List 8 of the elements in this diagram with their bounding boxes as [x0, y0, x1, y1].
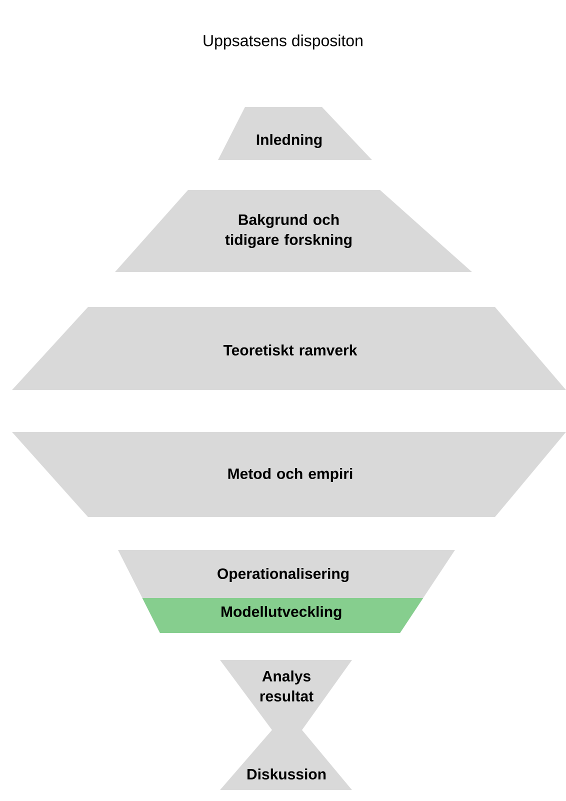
trapezoid: Teoretiskt ramverk — [12, 307, 566, 390]
trapezoid: Inledning — [218, 107, 372, 160]
trapezoid: Analys resultat — [220, 660, 352, 730]
trapezoid: Diskussion — [220, 730, 352, 790]
trapezoid: Bakgrund och tidigare forskning — [115, 190, 472, 272]
title: Uppsatsens dispositon — [204, 34, 362, 50]
band: Modellutveckling — [142, 598, 424, 633]
trapezoid: Metod och empiri — [12, 432, 566, 517]
